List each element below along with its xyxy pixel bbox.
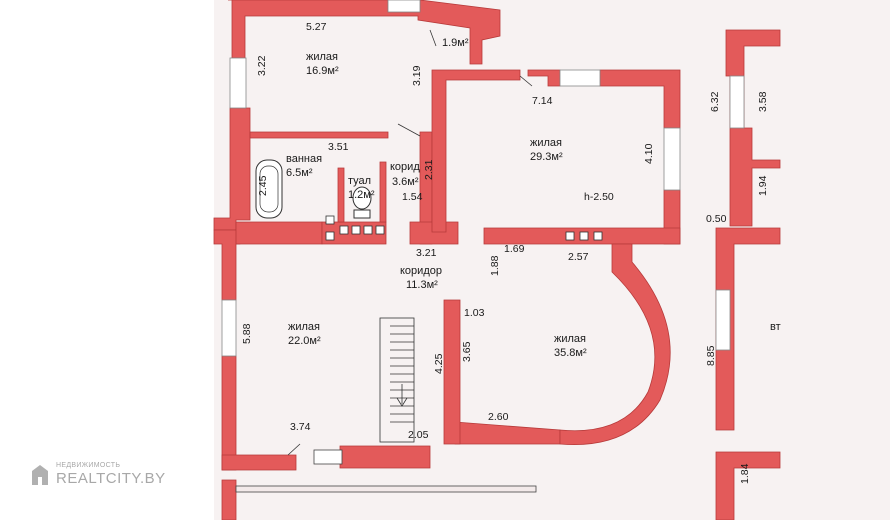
vent-block bbox=[351, 225, 361, 235]
dim-0-50: 0.50 bbox=[706, 213, 727, 225]
room-name-corridor: коридор bbox=[400, 265, 442, 277]
vent-block bbox=[579, 231, 589, 241]
dim-3-58: 3.58 bbox=[757, 91, 769, 112]
room-name-living-16: жилая bbox=[306, 51, 338, 63]
window-right-building-2 bbox=[715, 289, 731, 351]
dim-1-94: 1.94 bbox=[757, 175, 769, 196]
door-swing-3 bbox=[429, 29, 437, 47]
door-swing-1 bbox=[397, 123, 421, 137]
entrance-step bbox=[313, 449, 343, 465]
dim-2-57: 2.57 bbox=[568, 251, 589, 263]
wall-round-arc bbox=[559, 243, 671, 446]
room-name-living-29: жилая bbox=[530, 137, 562, 149]
vent-block bbox=[325, 231, 335, 241]
vent-block bbox=[363, 225, 373, 235]
dim-1-88: 1.88 bbox=[489, 255, 501, 276]
bathtub bbox=[255, 159, 283, 219]
dim-3-19: 3.19 bbox=[411, 65, 423, 86]
wall-left-lower bbox=[221, 355, 237, 471]
room-area-bathroom: 6.5м² bbox=[286, 167, 313, 179]
toilet-tank bbox=[353, 209, 371, 219]
dim-7-14: 7.14 bbox=[532, 95, 553, 107]
room-area-toilet: 1.2м² bbox=[348, 189, 375, 201]
dim-5-88: 5.88 bbox=[241, 323, 253, 344]
dim-4-10: 4.10 bbox=[643, 143, 655, 164]
room-area-corridor: 11.3м² bbox=[406, 279, 438, 291]
window-right bbox=[663, 127, 681, 191]
staircase bbox=[379, 317, 415, 443]
wall-corridor-right bbox=[443, 299, 461, 445]
walls bbox=[213, 0, 781, 520]
dim-2-60: 2.60 bbox=[488, 411, 509, 423]
door-swings bbox=[287, 29, 533, 456]
room-name-right-partial: вт bbox=[770, 321, 781, 333]
door-swing-4 bbox=[287, 443, 301, 456]
wall-top-right-left bbox=[431, 69, 521, 233]
wall-bathroom-bottom bbox=[235, 221, 323, 245]
dim-8-85: 8.85 bbox=[705, 345, 717, 366]
dim-1-03: 1.03 bbox=[464, 307, 485, 319]
window-right-building bbox=[729, 75, 745, 129]
vent-blocks bbox=[325, 215, 603, 241]
dim-2-45: 2.45 bbox=[257, 175, 269, 196]
window-top-right bbox=[559, 69, 601, 87]
dim-3-51: 3.51 bbox=[328, 141, 349, 153]
watermark-logo-icon bbox=[32, 465, 48, 485]
vent-block bbox=[339, 225, 349, 235]
door-swing-2 bbox=[519, 75, 533, 87]
dim-3-21: 3.21 bbox=[416, 247, 437, 259]
watermark-small-text: НЕДВИЖИМОСТЬ bbox=[56, 462, 121, 469]
wall-right-building-lower bbox=[715, 227, 781, 431]
room-area-living-29: 29.3м² bbox=[530, 151, 563, 163]
wall-toilet-left bbox=[337, 167, 345, 223]
watermark-brand: REALTCITY.BY bbox=[56, 470, 166, 487]
wall-bathroom-top bbox=[249, 131, 389, 139]
staircase-outline bbox=[379, 317, 415, 443]
dim-5-27: 5.27 bbox=[306, 21, 327, 33]
room-name-living-35: жилая bbox=[554, 333, 586, 345]
vent-block bbox=[565, 231, 575, 241]
room-name-toilet: туал bbox=[348, 175, 371, 187]
dim-h-2-50: h-2.50 bbox=[584, 191, 614, 203]
wall-bottom-left bbox=[221, 454, 297, 471]
window-left-1 bbox=[229, 57, 247, 109]
wall-bottom-stub bbox=[221, 479, 237, 520]
wall-toilet-right bbox=[379, 161, 387, 223]
vent-block bbox=[375, 225, 385, 235]
room-area-living-16: 16.9м² bbox=[306, 65, 339, 77]
room-area-corridor-small: 3.6м² bbox=[392, 176, 419, 188]
dim-1-84: 1.84 bbox=[739, 463, 751, 484]
toilet-bowl bbox=[352, 186, 372, 210]
stair-direction-arrow-icon bbox=[396, 384, 408, 407]
room-area-living-22: 22.0м² bbox=[288, 335, 321, 347]
dim-3-65: 3.65 bbox=[461, 341, 473, 362]
entrance-bar bbox=[235, 485, 537, 493]
dim-3-74: 3.74 bbox=[290, 421, 311, 433]
room-area-small: 1.9м² bbox=[442, 37, 469, 49]
dim-3-22: 3.22 bbox=[256, 55, 268, 76]
vent-block bbox=[325, 215, 335, 225]
room-name-bathroom: ванная bbox=[286, 153, 322, 165]
entrance-steps bbox=[235, 449, 537, 493]
room-name-corridor-small: корид bbox=[390, 161, 420, 173]
vent-block bbox=[593, 231, 603, 241]
room-name-living-22: жилая bbox=[288, 321, 320, 333]
dim-4-25: 4.25 bbox=[433, 353, 445, 374]
dim-1-54: 1.54 bbox=[402, 191, 423, 203]
window-left-2 bbox=[221, 299, 237, 357]
dim-1-69: 1.69 bbox=[504, 243, 525, 255]
bathtub-inner bbox=[259, 165, 279, 213]
window-top bbox=[387, 0, 421, 13]
wall-right-building-bottom bbox=[715, 451, 781, 520]
windows bbox=[221, 0, 745, 357]
wall-bottom-corridor bbox=[339, 445, 431, 469]
room-area-living-35: 35.8м² bbox=[554, 347, 587, 359]
dim-2-31: 2.31 bbox=[423, 159, 435, 180]
dim-2-05: 2.05 bbox=[408, 429, 429, 441]
dim-6-32: 6.32 bbox=[709, 91, 721, 112]
